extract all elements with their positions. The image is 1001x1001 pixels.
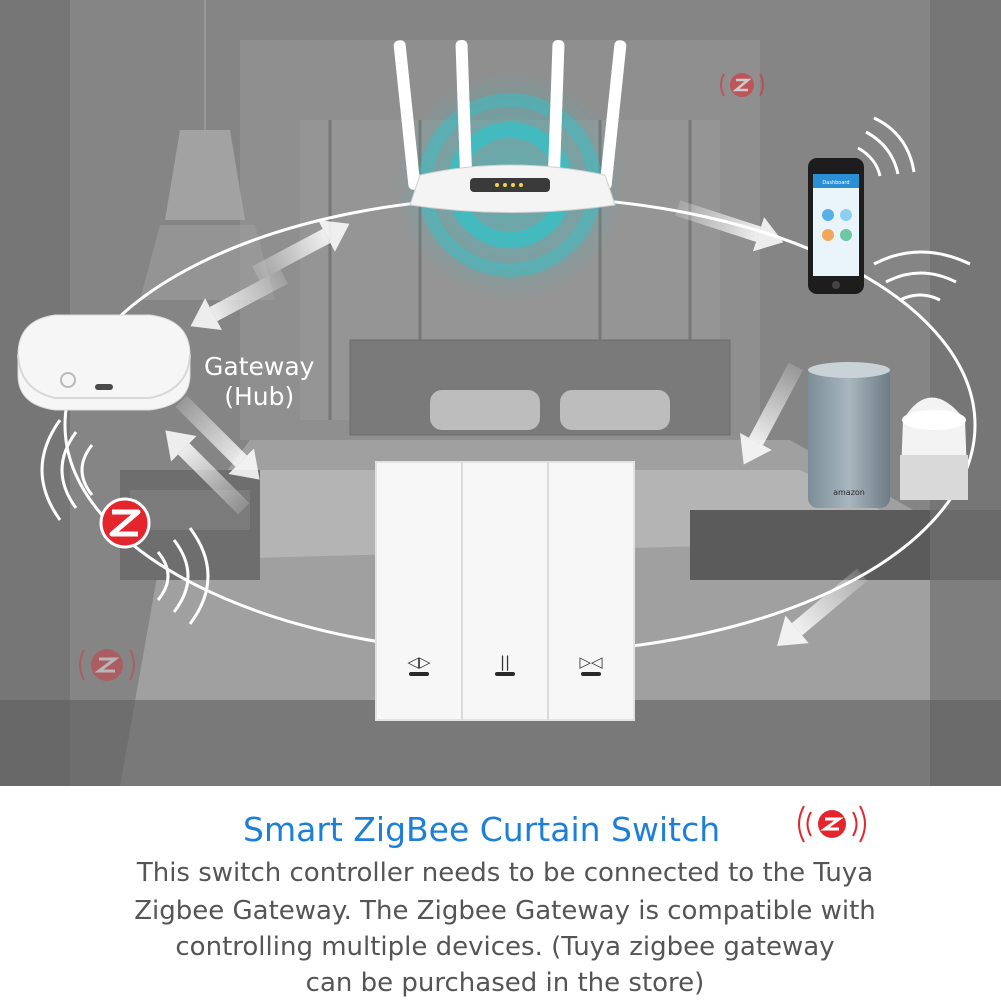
description-line: can be purchased in the store) xyxy=(305,968,705,998)
description-line: This switch controller needs to be conne… xyxy=(136,858,874,888)
zigbee-icon xyxy=(798,805,866,843)
zigbee-gateway xyxy=(17,314,191,411)
curtain-pause-icon[interactable]: || xyxy=(500,653,510,671)
wifi-router xyxy=(393,40,627,213)
product-description xyxy=(0,786,1001,1001)
curtain-open-icon[interactable]: ◁▷ xyxy=(407,653,431,671)
phone-screen-title: Dashboard xyxy=(822,180,849,186)
speaker-brand: amazon xyxy=(833,488,865,497)
wifi-signal-icon xyxy=(40,419,210,625)
description-line: Zigbee Gateway. The Zigbee Gateway is co… xyxy=(134,896,876,926)
bedroom-scene: ◁▷ || ▷◁ Dashboard amazon Gateway (Hub) xyxy=(0,0,1001,786)
product-title: Smart ZigBee Curtain Switch xyxy=(243,810,721,849)
zigbee-icon xyxy=(720,73,764,97)
description-line: controlling multiple devices. (Tuya zigb… xyxy=(175,932,835,962)
gateway-label: Gateway (Hub) xyxy=(204,352,315,411)
wifi-signal-icon xyxy=(873,250,971,302)
scene-illustration: ◁▷ || ▷◁ Dashboard amazon xyxy=(0,0,1001,786)
curtain-close-icon[interactable]: ▷◁ xyxy=(579,653,603,671)
zigbee-icon xyxy=(79,649,135,681)
smartphone xyxy=(808,158,864,294)
smart-speakers xyxy=(808,362,968,508)
curtain-switch-panel xyxy=(375,461,635,721)
wifi-signal-icon xyxy=(857,116,916,177)
zigbee-icon xyxy=(99,497,151,549)
data-flow-arrows xyxy=(165,200,868,646)
